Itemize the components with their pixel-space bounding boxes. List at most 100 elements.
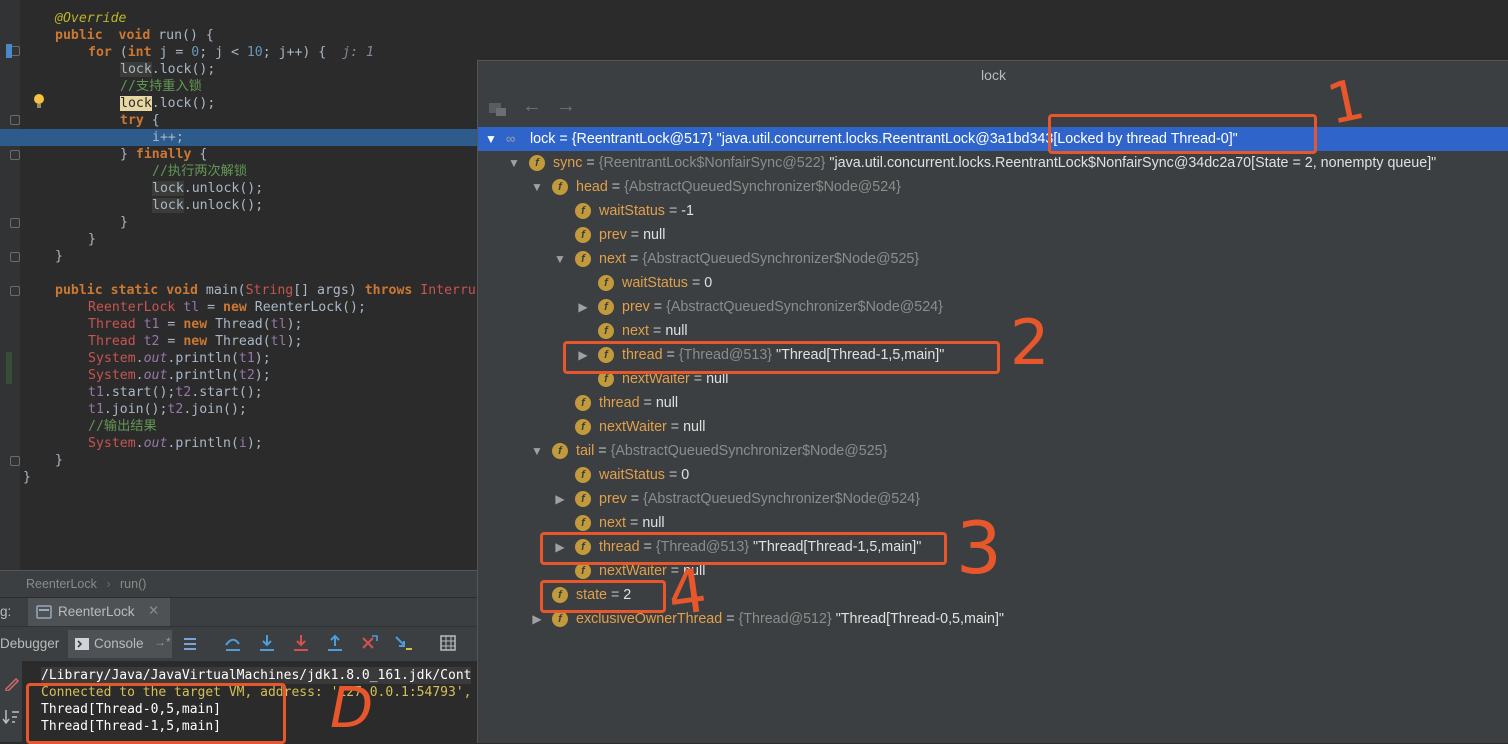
menu-lines-icon[interactable] (182, 636, 198, 652)
code-line[interactable]: System.out.println(i); (88, 435, 263, 452)
step-over-icon[interactable] (224, 635, 242, 653)
breadcrumb-class[interactable]: ReenterLock (26, 577, 97, 591)
variables-view-icon[interactable] (488, 101, 508, 117)
tree-row-text: prev = {AbstractQueuedSynchronizer$Node@… (622, 295, 943, 319)
close-icon[interactable]: ✕ (148, 603, 160, 618)
pin-arrow-icon[interactable]: →* (154, 635, 171, 649)
code-line[interactable]: for (int j = 0; j < 10; j++) { j: 1 (88, 44, 374, 61)
breakpoint-marker-icon[interactable] (6, 44, 12, 58)
fold-marker-icon[interactable] (10, 150, 20, 160)
code-line[interactable]: public static void main(String[] args) t… (55, 282, 476, 299)
expand-arrow-icon[interactable]: ▶ (578, 348, 588, 362)
popup-title[interactable]: lock (478, 61, 1508, 89)
console-output[interactable]: /Library/Java/JavaVirtualMachines/jdk1.8… (0, 661, 478, 742)
code-line[interactable]: } (88, 231, 96, 248)
collapse-arrow-icon[interactable]: ▼ (485, 132, 497, 146)
tree-row-text: waitStatus = -1 (599, 199, 694, 223)
tab-console[interactable]: Console →* (68, 630, 172, 658)
equals-sign: = (664, 467, 682, 483)
collapse-arrow-icon[interactable]: ▼ (531, 444, 543, 458)
code-line[interactable]: @Override (55, 10, 126, 27)
code-line[interactable]: public void run() { (55, 27, 214, 44)
code-token: tl (270, 317, 287, 332)
code-line[interactable]: ReenterLock tl = new ReenterLock(); (88, 299, 366, 316)
code-line[interactable]: } (120, 214, 128, 231)
expand-arrow-icon[interactable]: ▶ (532, 612, 542, 626)
expand-arrow-icon[interactable]: ▶ (555, 492, 565, 506)
editor-gutter[interactable] (0, 0, 20, 570)
run-to-cursor-icon[interactable] (394, 634, 414, 652)
drop-frame-icon[interactable] (360, 634, 378, 652)
code-line[interactable]: //输出结果 (88, 418, 157, 435)
code-line[interactable]: i++; (0, 129, 478, 146)
expand-arrow-icon[interactable]: ▶ (555, 540, 565, 554)
tree-row-lock[interactable]: ▼∞lock = {ReentrantLock@517} "java.util.… (478, 127, 1508, 151)
fold-marker-icon[interactable] (10, 115, 20, 125)
step-out-icon[interactable] (326, 634, 344, 652)
sort-down-icon[interactable] (2, 709, 20, 725)
step-into-icon[interactable] (258, 634, 276, 652)
forward-arrow-icon[interactable]: → (556, 95, 576, 117)
code-line[interactable]: //支持重入锁 (120, 78, 202, 95)
tab-debugger[interactable]: Debugger (0, 636, 60, 651)
code-line[interactable]: } (55, 248, 63, 265)
code-line[interactable]: lock.lock(); (120, 95, 215, 112)
code-line[interactable]: t1.join();t2.join(); (88, 401, 247, 418)
code-token: t2 (175, 385, 192, 400)
code-token: t1 (238, 351, 255, 366)
code-line[interactable]: t1.start();t2.start(); (88, 384, 263, 401)
collapse-arrow-icon[interactable]: ▼ (508, 156, 520, 170)
code-token: ); (286, 334, 303, 349)
fold-marker-icon[interactable] (10, 286, 20, 296)
tab-reenterlock[interactable]: ReenterLock ✕ (28, 598, 170, 626)
code-line[interactable]: } (23, 469, 31, 486)
breadcrumb-method[interactable]: run() (120, 577, 147, 591)
code-line[interactable]: lock.unlock(); (152, 197, 263, 214)
fold-marker-icon[interactable] (10, 456, 20, 466)
collapse-arrow-icon[interactable]: ▼ (554, 252, 566, 266)
code-line[interactable]: lock.lock(); (120, 61, 215, 78)
fold-marker-icon[interactable] (10, 252, 20, 262)
code-line[interactable]: try { (120, 112, 160, 129)
back-arrow-icon[interactable]: ← (522, 95, 542, 117)
code-token: ; j++) { (262, 45, 343, 60)
code-line[interactable]: } (55, 452, 63, 469)
pencil-icon[interactable] (4, 677, 20, 691)
code-line[interactable]: Thread t1 = new Thread(tl); (88, 316, 302, 333)
code-line[interactable]: System.out.println(t2); (88, 367, 271, 384)
fold-marker-icon[interactable] (10, 218, 20, 228)
collapse-arrow-icon[interactable]: ▼ (531, 180, 543, 194)
force-step-into-icon[interactable] (292, 634, 310, 652)
code-line[interactable]: } finally { (120, 146, 207, 163)
code-line[interactable]: System.out.println(t1); (88, 350, 271, 367)
code-line[interactable]: //执行两次解锁 (152, 163, 247, 180)
evaluate-expression-icon[interactable] (440, 635, 456, 651)
field-name: thread (622, 347, 663, 363)
lightbulb-icon[interactable] (32, 93, 46, 109)
expand-arrow-icon[interactable]: ▶ (578, 300, 588, 314)
code-line[interactable]: Thread t2 = new Thread(tl); (88, 333, 302, 350)
code-line[interactable]: lock.unlock(); (152, 180, 263, 197)
field-type: {AbstractQueuedSynchronizer$Node@524} (666, 299, 943, 315)
